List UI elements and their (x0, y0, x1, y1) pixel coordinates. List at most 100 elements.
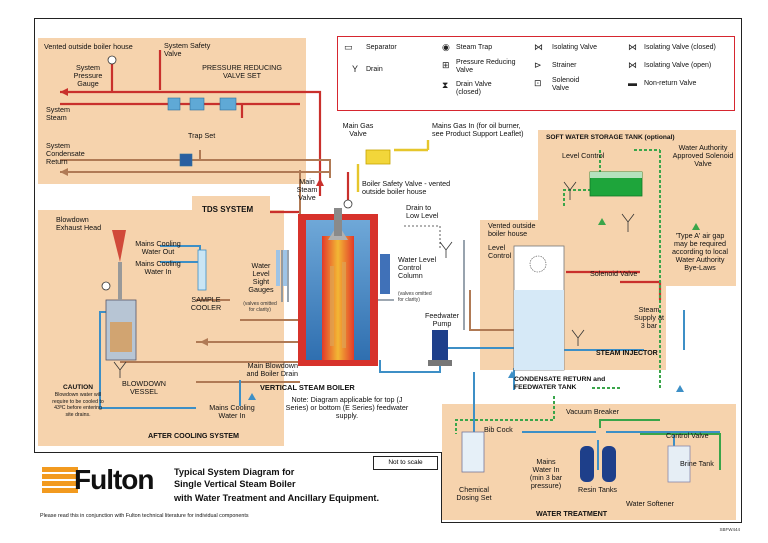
label-main-blowdown: Main Blowdown and Boiler Drain (246, 361, 298, 378)
label-resin-tanks: Resin Tanks (578, 485, 618, 494)
legend-drain: Drain (366, 66, 383, 73)
not-to-scale-box: Not to scale (373, 456, 438, 470)
legend-isolating-valve-closed: Isolating Valve (closed) (644, 44, 716, 51)
label-mains-water-in: Mains Water In (min 3 bar pressure) (529, 457, 563, 490)
legend-drain-valve-closed: Drain Valve (closed) (456, 81, 492, 96)
title-block: Fulton Typical System Diagram for Single… (34, 452, 442, 523)
blowdown-vessel (105, 230, 137, 361)
label-control-valve: Control Valve (666, 431, 709, 440)
legend-steam-trap: Steam Trap (456, 44, 493, 51)
isolating-valve-open-icon: ⋈ (628, 60, 637, 70)
resin-tank-icon (602, 446, 616, 482)
label-boiler-note: Note: Diagram applicable for top (J Seri… (285, 395, 409, 420)
label-blowdown-vessel: BLOWDOWN VESSEL (122, 379, 166, 396)
label-system-safety-valve: System Safety Valve (164, 41, 211, 58)
pressure-gauge-icon (343, 199, 353, 209)
fulton-logo-icon (42, 467, 78, 497)
soft-water-pipes (455, 149, 661, 434)
isolating-valve-icon: ⋈ (534, 42, 543, 52)
label-system-steam: System Steam (46, 105, 70, 122)
legend-pressure-reducing-valve: Pressure Reducing Valve (456, 59, 516, 74)
label-vertical-steam-boiler: VERTICAL STEAM BOILER (260, 383, 355, 392)
brine-tank-icon (667, 445, 691, 483)
soft-water-storage-tank (589, 171, 643, 197)
label-feedwater-pump: Feedwater Pump (425, 311, 459, 328)
pressure-gauge-icon (101, 281, 111, 291)
label-condensate-return-tank: CONDENSATE RETURN and FEEDWATER TANK (514, 376, 606, 391)
flow-arrows-blue (248, 371, 684, 400)
drain-dashed-line (404, 225, 441, 250)
label-mains-cooling-out: Mains Cooling Water Out (135, 239, 181, 256)
prv-components (167, 97, 237, 167)
label-water-authority-valve: Water Authority Approved Solenoid Valve (672, 143, 734, 168)
label-mains-gas-in: Mains Gas In (for oil burner, see Produc… (432, 121, 524, 138)
non-return-valve-icon: ▬ (628, 78, 637, 88)
isolating-valve-closed-icon: ⋈ (628, 42, 637, 52)
drain-valve-closed-icon: ⧗ (442, 80, 449, 90)
label-valves-omitted-2: (valves omitted for clarity) (398, 291, 432, 303)
label-boiler-safety-valve: Boiler Safety Valve - vented outside boi… (362, 179, 451, 196)
label-system-condensate-return: System Condensate Return (46, 141, 85, 166)
solenoid-valve-icon: ⊡ (534, 78, 542, 88)
footer-note: Please read this in conjunction with Ful… (40, 513, 249, 519)
label-drain-low-level: Drain to Low Level (406, 203, 439, 220)
label-chemical-dosing-set: Chemical Dosing Set (456, 485, 492, 502)
drawing-reference: SBFW444 (719, 527, 740, 532)
separator-icon: ▭ (344, 42, 353, 52)
label-sample-cooler: SAMPLE COOLER (190, 295, 222, 312)
flow-arrows-red (60, 88, 324, 186)
sight-gauge-icon (283, 250, 287, 286)
label-level-control-right: Level Control (488, 243, 512, 260)
label-water-softener: Water Softener (626, 499, 675, 508)
legend-isolating-valve: Isolating Valve (552, 44, 598, 51)
label-water-treatment: WATER TREATMENT (536, 509, 608, 518)
label-after-cooling-system: AFTER COOLING SYSTEM (148, 431, 240, 440)
label-mains-cooling-in-2: Mains Cooling Water In (209, 403, 255, 420)
steam-pipes (60, 50, 662, 300)
label-tds-system: TDS SYSTEM (202, 205, 254, 214)
soft-water-solid-pipes (599, 419, 721, 470)
label-prv-set: PRESSURE REDUCING VALVE SET (202, 63, 282, 80)
title-line-2: Single Vertical Steam Boiler (174, 479, 296, 489)
label-mains-cooling-in: Mains Cooling Water In (135, 259, 181, 276)
legend: ▭ Separator ◉ Steam Trap ⋈ Isolating Val… (337, 36, 735, 111)
legend-strainer: Strainer (552, 62, 577, 69)
label-blowdown-exhaust-head: Blowdown Exhaust Head (56, 215, 102, 232)
drain-icon: Y (352, 64, 359, 74)
label-caution-text: Blowdown water will require to be cooled… (52, 392, 104, 418)
label-vacuum-breaker: Vacuum Breaker (566, 407, 619, 416)
label-steam-supply: Steam Supply at 3 bar (634, 305, 664, 330)
main-gas-valve-icon (365, 149, 391, 165)
label-trap-set: Trap Set (188, 131, 216, 140)
label-air-gap-note: 'Type A' air gap may be required accordi… (672, 231, 728, 272)
steam-trap-icon: ◉ (442, 42, 450, 52)
zone-steam-injector (480, 220, 666, 370)
flow-arrows-brown (60, 168, 208, 346)
gas-pipe (356, 140, 430, 192)
label-sight-gauges: Water Level Sight Gauges (248, 261, 274, 294)
legend-solenoid-valve: Solenoid Valve (552, 77, 580, 92)
label-control-column: Water Level Control Column (398, 255, 437, 280)
label-vented-outside: Vented outside boiler house (44, 42, 133, 51)
label-level-control-top: Level Control (562, 151, 605, 160)
feedwater-pump-icon (428, 330, 452, 366)
feedwater-tank (513, 245, 565, 371)
label-brine-tank: Brine Tank (680, 459, 714, 468)
control-column-icon (380, 254, 390, 294)
logo-text: Fulton (74, 464, 155, 495)
title-line-1: Typical System Diagram for (174, 467, 295, 477)
flow-arrows-green (598, 218, 700, 230)
label-steam-injector: STEAM INJECTOR (596, 350, 658, 357)
cold-water-pipes (99, 245, 720, 470)
label-valves-omitted-1: (valves omitted for clarity) (243, 301, 277, 313)
zone-blowdown (38, 210, 284, 446)
legend-separator: Separator (366, 44, 397, 51)
label-system-pressure-gauge: System Pressure Gauge (73, 63, 103, 88)
label-main-gas-valve: Main Gas Valve (342, 121, 374, 138)
drain-symbols (113, 181, 635, 378)
label-solenoid-valve: Solenoid Valve (590, 269, 638, 278)
label-soft-water-tank: SOFT WATER STORAGE TANK (optional) (546, 134, 675, 141)
dosing-tank-icon (461, 431, 485, 473)
legend-isolating-valve-open: Isolating Valve (open) (644, 62, 712, 69)
